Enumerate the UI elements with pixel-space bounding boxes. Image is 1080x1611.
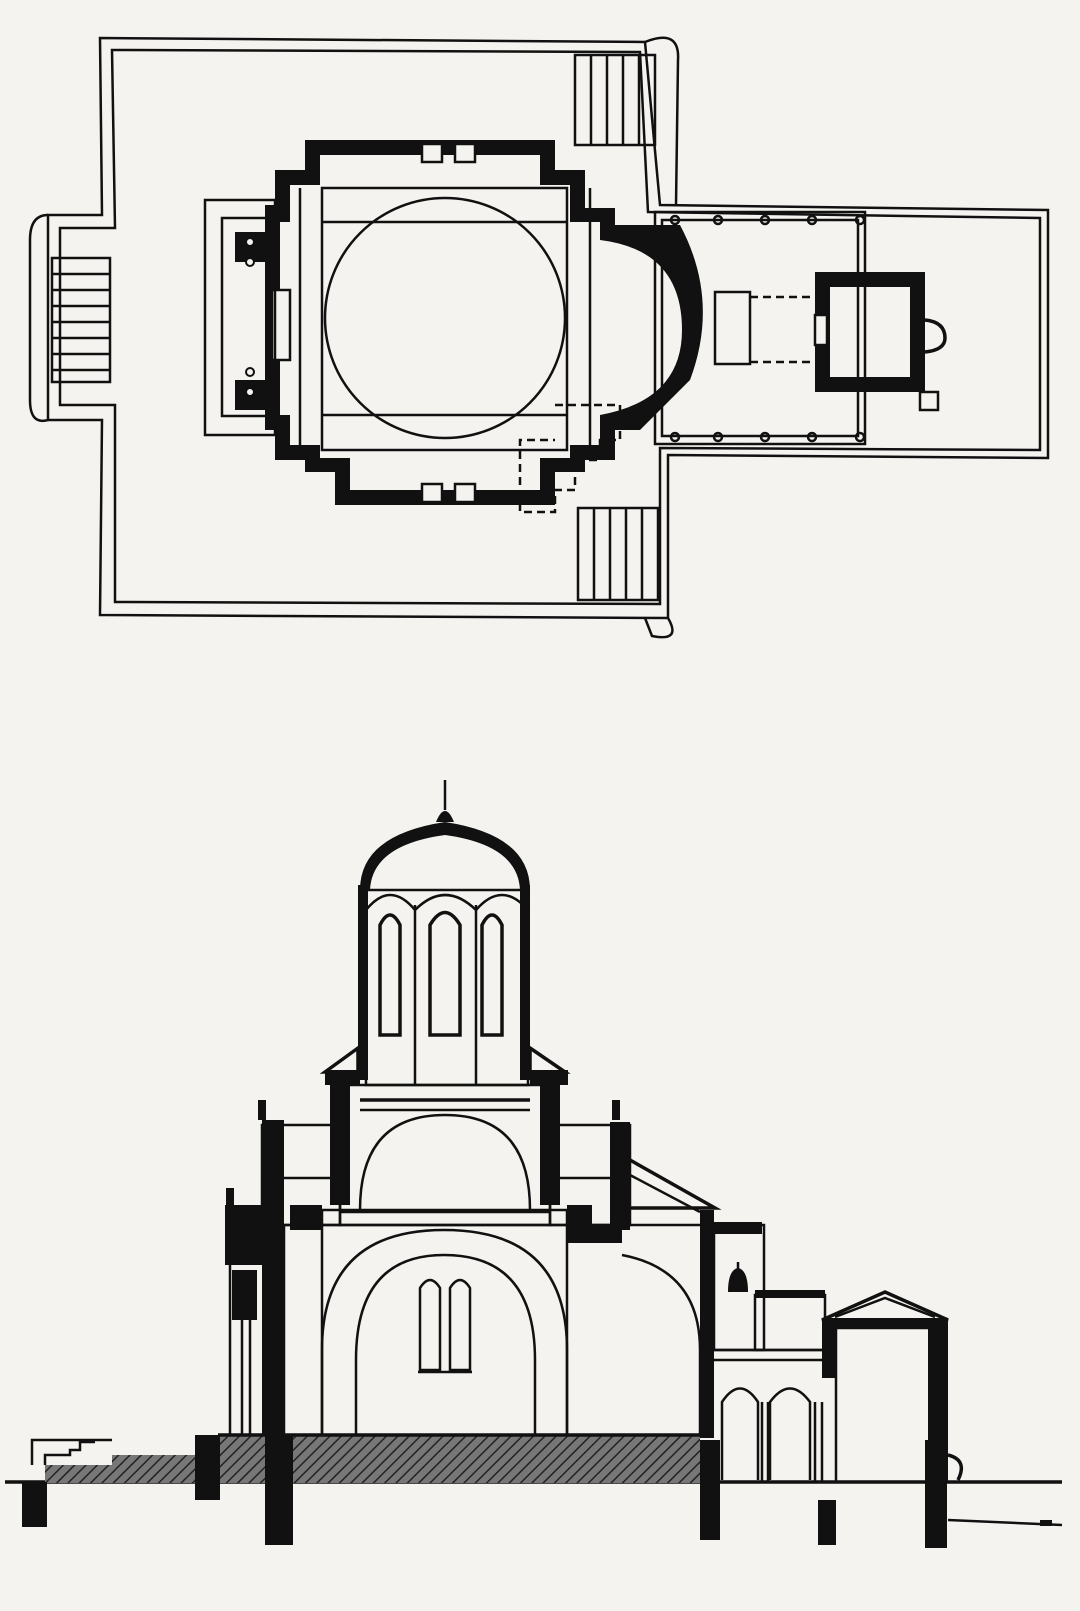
east-room-walls — [815, 272, 925, 392]
dome — [360, 822, 530, 890]
floor-plan — [28, 36, 1050, 639]
nave-inner-arch — [354, 1253, 537, 1435]
bell-icon — [728, 1268, 748, 1292]
corner-round-tr — [644, 36, 680, 206]
east-colonnade — [653, 210, 867, 446]
stairs-north — [573, 53, 657, 147]
church-body — [225, 1044, 722, 1438]
drum-window — [480, 913, 504, 1037]
drum-window — [378, 913, 402, 1037]
naos-square — [320, 186, 569, 452]
west-steps — [30, 1438, 112, 1465]
drum-window — [428, 910, 462, 1037]
east-annex — [712, 1222, 830, 1482]
corner-round-br — [643, 617, 674, 639]
narthex — [203, 198, 277, 437]
terrace-inner-outline — [58, 48, 1042, 606]
nave-outer-arch — [320, 1228, 569, 1435]
dome-drum — [358, 780, 530, 1087]
dashed-path — [518, 403, 622, 514]
west-apse-round — [28, 213, 49, 423]
section-view — [5, 780, 1063, 1548]
stairs-west — [50, 256, 112, 384]
stairs-south — [576, 506, 660, 602]
terrace-outline — [46, 36, 1050, 620]
east-chapel — [821, 1290, 1063, 1527]
crossing-arch — [358, 1113, 532, 1211]
dome-circle — [323, 196, 567, 440]
church-walls — [265, 140, 703, 505]
